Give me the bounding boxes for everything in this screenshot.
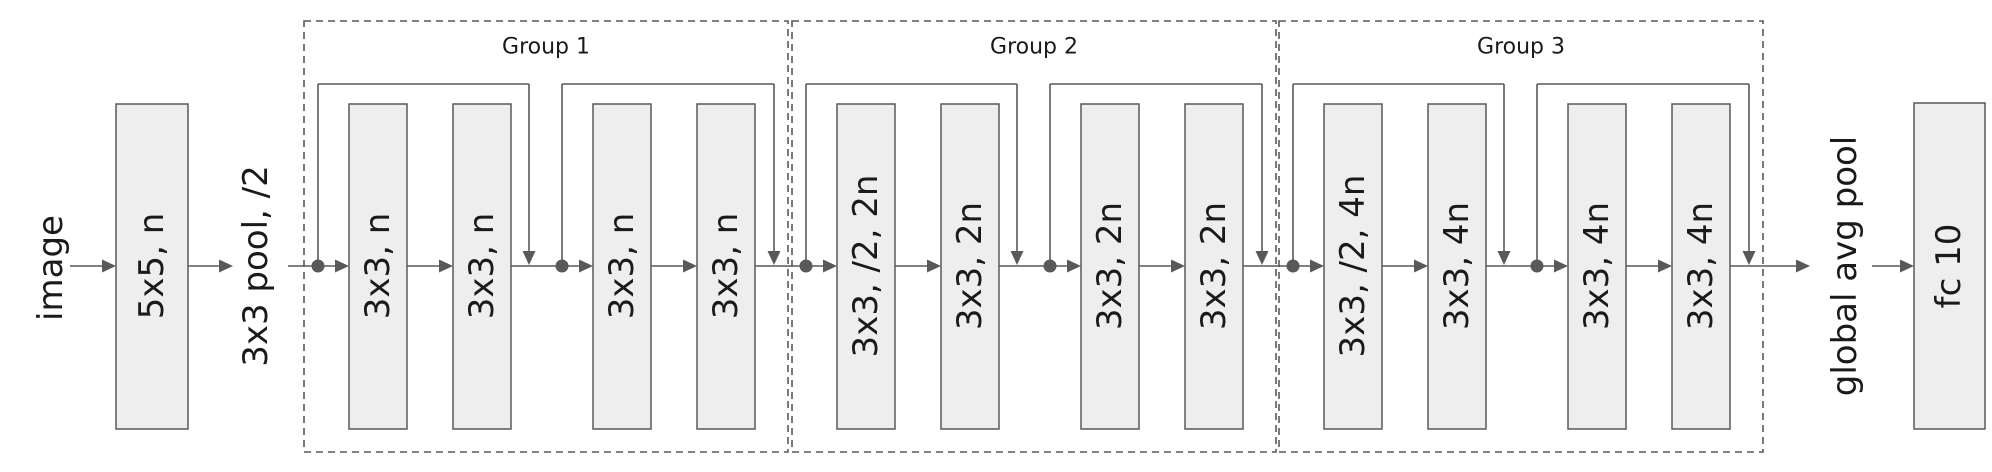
arrowhead <box>1010 251 1024 265</box>
fc-label: fc 10 <box>1929 224 1969 309</box>
arrowhead <box>1900 259 1914 273</box>
arrowhead <box>102 259 116 273</box>
group-1-layer-1-label: 3x3, n <box>358 213 398 320</box>
group-1-layer-3-block <box>592 103 652 430</box>
arrowhead <box>522 251 536 265</box>
connections-layer <box>70 83 1914 273</box>
group-2-title: Group 2 <box>990 35 1078 60</box>
group-3-layer-4-label: 3x3, 4n <box>1681 202 1721 330</box>
arrowhead <box>1255 251 1269 265</box>
group-3-layer-4-block <box>1671 103 1731 430</box>
conv-5x5-block <box>115 103 189 430</box>
group-3-frame <box>1278 20 1764 453</box>
group-1-layer-2-label: 3x3, n <box>462 213 502 320</box>
groups-layer: Group 1 3x3, n 3x3, n 3x3, n 3x3, n Group 2 3x… <box>303 20 1764 453</box>
global-avg-pool-label: global avg pool <box>1825 136 1865 396</box>
input-label: image <box>31 215 71 321</box>
group-2-frame <box>791 20 1277 453</box>
arrowhead <box>1310 259 1324 273</box>
arrowhead <box>335 259 349 273</box>
group-3-layer-2-label: 3x3, 4n <box>1437 202 1477 330</box>
group-3-layer-1-block <box>1323 103 1383 430</box>
group-1-frame <box>303 20 789 453</box>
arrowhead <box>439 259 453 273</box>
group-3-layer-1-label: 3x3, /2, 4n <box>1333 175 1373 358</box>
group-3-title: Group 3 <box>1477 35 1565 60</box>
pool-label: 3x3 pool, /2 <box>236 165 276 367</box>
arrowhead <box>1554 259 1568 273</box>
arrowhead <box>1414 259 1428 273</box>
group-1-layer-3-label: 3x3, n <box>602 213 642 320</box>
group-3-layer-3-label: 3x3, 4n <box>1577 202 1617 330</box>
group-2-layer-1-block <box>836 103 896 430</box>
group-1-title: Group 1 <box>502 35 590 60</box>
arrowhead <box>219 259 233 273</box>
group-2-layer-4-block <box>1184 103 1244 430</box>
arrowhead <box>927 259 941 273</box>
arrowhead <box>683 259 697 273</box>
arrowhead <box>1796 259 1810 273</box>
group-2-layer-2-label: 3x3, 2n <box>950 202 990 330</box>
group-1-layer-4-block <box>696 103 756 430</box>
arrowhead <box>1171 259 1185 273</box>
group-1-layer-4-label: 3x3, n <box>706 213 746 320</box>
arrowhead <box>1658 259 1672 273</box>
group-2-layer-4-label: 3x3, 2n <box>1194 202 1234 330</box>
conv-5x5-label: 5x5, n <box>132 213 172 320</box>
group-3-layer-2-block <box>1427 103 1487 430</box>
fc-block <box>1913 102 1986 430</box>
arrowhead <box>579 259 593 273</box>
arrowhead <box>1497 251 1511 265</box>
arrowhead <box>1742 251 1756 265</box>
arrowhead <box>1067 259 1081 273</box>
group-1-layer-2-block <box>452 103 512 430</box>
group-2-layer-1-label: 3x3, /2, 2n <box>846 175 886 358</box>
arrowhead <box>767 251 781 265</box>
group-3-layer-3-block <box>1567 103 1627 430</box>
group-2-layer-3-label: 3x3, 2n <box>1090 202 1130 330</box>
arrowhead <box>823 259 837 273</box>
